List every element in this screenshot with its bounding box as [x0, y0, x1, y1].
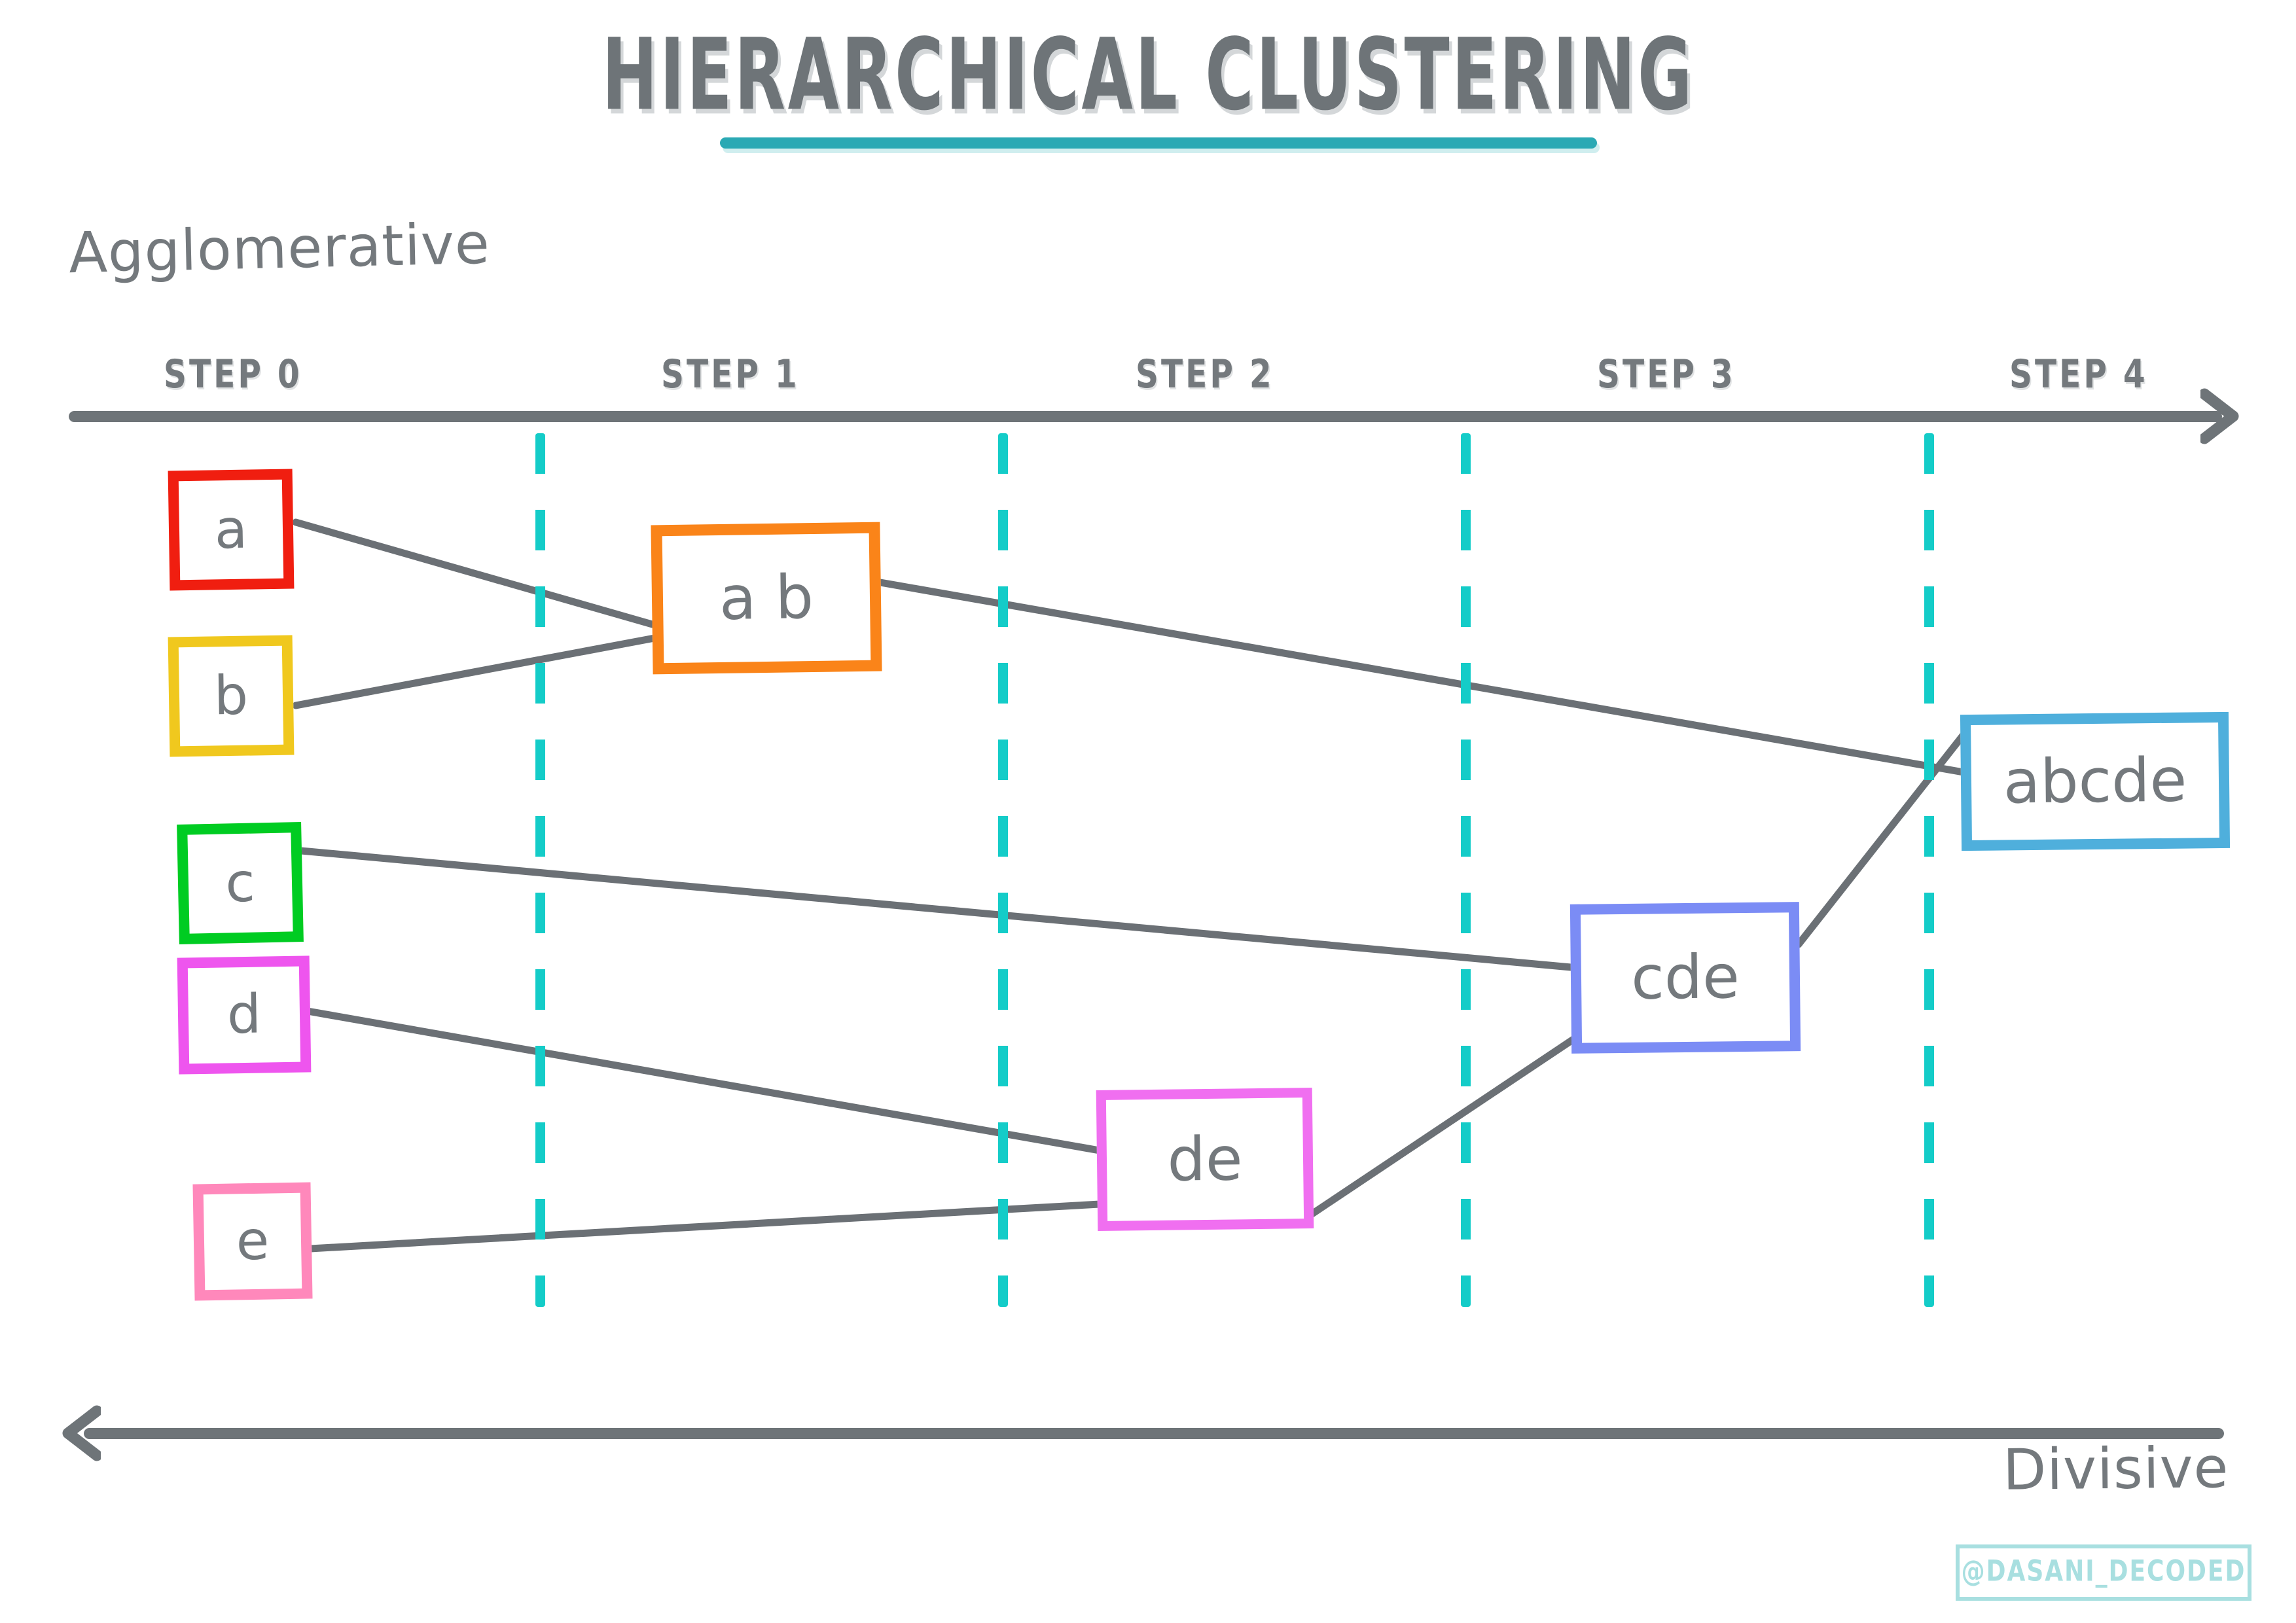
connector-a-to-ab — [292, 518, 658, 629]
divisive-axis-line — [84, 1428, 2224, 1439]
connector-e-to-de — [306, 1200, 1103, 1253]
watermark-badge: @DASANI_DECODED — [1956, 1544, 2251, 1601]
cluster-node-abcde[interactable]: abcde — [1960, 711, 2231, 851]
cluster-node-label-abcde: abcde — [2003, 745, 2187, 817]
cluster-node-c[interactable]: c — [177, 822, 304, 944]
cluster-node-ab[interactable]: a b — [651, 522, 882, 675]
cluster-node-label-a: a — [214, 498, 248, 561]
cluster-node-e[interactable]: e — [192, 1182, 313, 1301]
connector-de-to-cde — [1305, 1035, 1577, 1220]
connector-ab-to-abcde — [876, 579, 1967, 776]
connector-cde-to-abcde — [1795, 729, 1969, 948]
page-title-text: HIERARCHICAL CLUSTERING — [601, 18, 1695, 133]
step-divider-0 — [535, 433, 545, 1307]
step-label-2: STEP 2 — [1136, 351, 1274, 397]
watermark-text: @DASANI_DECODED — [1961, 1554, 2246, 1588]
page-title: HIERARCHICAL CLUSTERING — [0, 26, 2296, 124]
step-label-0: STEP 0 — [164, 351, 302, 397]
step-label-4: STEP 4 — [2009, 351, 2148, 397]
cluster-node-a[interactable]: a — [168, 469, 295, 591]
connector-c-to-cde — [297, 847, 1575, 971]
step-divider-1 — [998, 433, 1008, 1307]
step-label-1: STEP 1 — [661, 351, 800, 397]
agglomerative-axis-line — [69, 411, 2222, 422]
cluster-node-label-ab: a b — [719, 562, 814, 634]
cluster-node-label-cde: cde — [1630, 942, 1740, 1013]
agglomerative-label: Agglomerative — [67, 211, 491, 287]
step-divider-2 — [1461, 433, 1471, 1307]
cluster-node-cde[interactable]: cde — [1570, 902, 1801, 1054]
cluster-node-label-c: c — [224, 851, 256, 914]
divisive-label: Divisive — [2002, 1435, 2229, 1503]
connector-b-to-ab — [292, 634, 658, 709]
cluster-node-label-d: d — [226, 983, 262, 1046]
cluster-node-label-de: de — [1166, 1123, 1244, 1195]
title-underline — [720, 137, 1597, 149]
left-arrow-icon — [62, 1405, 101, 1461]
cluster-node-b[interactable]: b — [168, 635, 295, 757]
step-divider-3 — [1924, 433, 1934, 1307]
cluster-node-label-e: e — [235, 1209, 270, 1273]
connector-d-to-de — [304, 1007, 1103, 1154]
cluster-node-de[interactable]: de — [1096, 1087, 1314, 1232]
cluster-node-label-b: b — [213, 664, 249, 727]
step-label-3: STEP 3 — [1597, 351, 1736, 397]
right-arrow-icon — [2200, 388, 2239, 444]
cluster-node-d[interactable]: d — [177, 955, 312, 1075]
